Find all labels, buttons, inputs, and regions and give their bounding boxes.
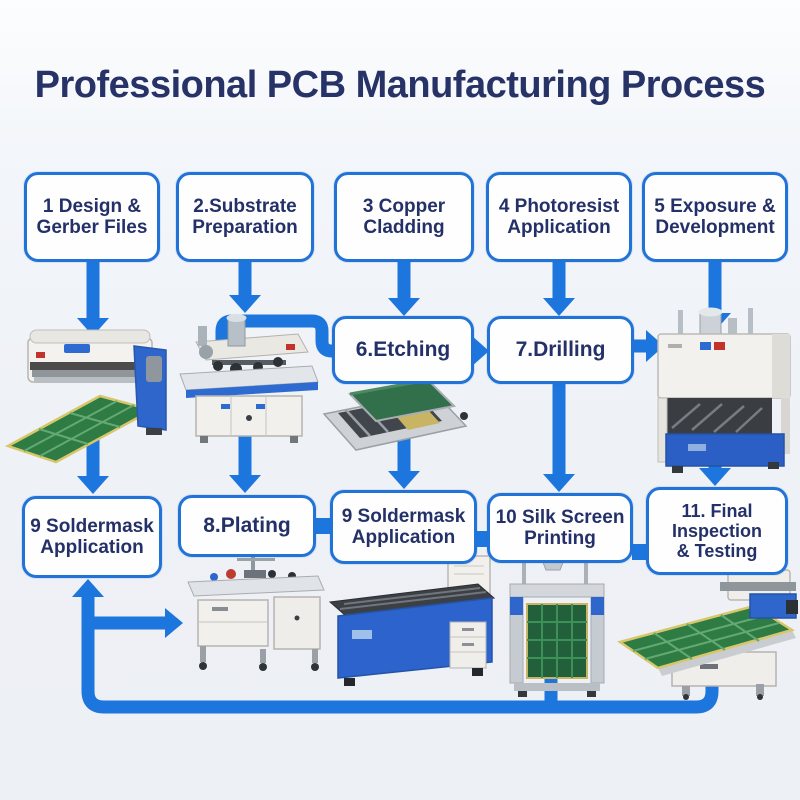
page-title: Professional PCB Manufacturing Process [34,64,766,106]
arrowhead-down-icon [77,318,109,336]
step-box-soldermask-application: 9 Soldermask Application [330,490,477,564]
arrowhead-up-icon [72,579,104,597]
step-box-plating: 8.Plating [178,495,316,557]
arrowhead-down-icon [543,298,575,316]
connector-substrate-to-etching [215,314,336,358]
step-label: 6.Etching [355,338,451,362]
step-label: 8.Plating [203,514,291,538]
laminator-machine-illustration [4,329,167,464]
step-box-photoresist-application: 4 Photoresist Application [486,172,632,262]
arrowhead-down-icon [543,474,575,492]
final-inspection-flatbed-illustration [617,569,798,700]
arrowhead-down-icon [388,471,420,489]
step-box-etching: 6.Etching [332,316,474,384]
step-label: 10 Silk Screen Printing [495,506,625,549]
box-link-bars [314,518,648,560]
arrowhead-down-icon [388,298,420,316]
exposure-development-machine-illustration [657,307,791,473]
arrowhead-down-icon [229,475,261,493]
arrowhead-down-icon [77,476,109,494]
step-box-silk-screen-printing: 10 Silk Screen Printing [487,493,633,563]
step-box-drilling: 7.Drilling [487,316,634,384]
step-box-substrate-preparation: 2.Substrate Preparation [176,172,314,262]
step-label: 9 Soldermask Application [30,515,154,558]
step-box-final-inspection-testing: 11. Final Inspection & Testing [646,487,788,575]
substrate-prep-workbench-illustration [179,314,319,443]
silk-screen-printer-illustration [509,532,605,697]
step-label: 7.Drilling [515,338,606,362]
step-box-soldermask-application-left: 9 Soldermask Application [22,496,162,578]
step-label: 11. Final Inspection & Testing [671,500,762,562]
step-label: 3 Copper Cladding [362,195,446,238]
step-box-copper-cladding: 3 Copper Cladding [334,172,474,262]
step-label: 2.Substrate Preparation [192,195,298,238]
arrowhead-right-icon [471,335,489,367]
step-label: 9 Soldermask Application [341,505,466,548]
step-label: 1 Design & Gerber Files [36,195,148,238]
step-label: 4 Photoresist Application [498,195,620,238]
arrowhead-down-icon [229,295,261,313]
connector-return-loop [81,595,719,714]
etching-tray-illustration [322,378,468,451]
arrowhead-down-icon [699,468,731,486]
flow-arrowheads [72,295,731,638]
arrowhead-right-icon [646,330,664,362]
soldermask-conveyor-illustration [328,555,496,686]
step-box-exposure-development: 5 Exposure & Development [642,172,788,262]
step-box-design-gerber: 1 Design & Gerber Files [24,172,160,262]
arrowhead-right-icon [165,608,183,638]
plating-workbench-illustration [187,552,325,671]
step-label: 5 Exposure & Development [654,195,776,238]
